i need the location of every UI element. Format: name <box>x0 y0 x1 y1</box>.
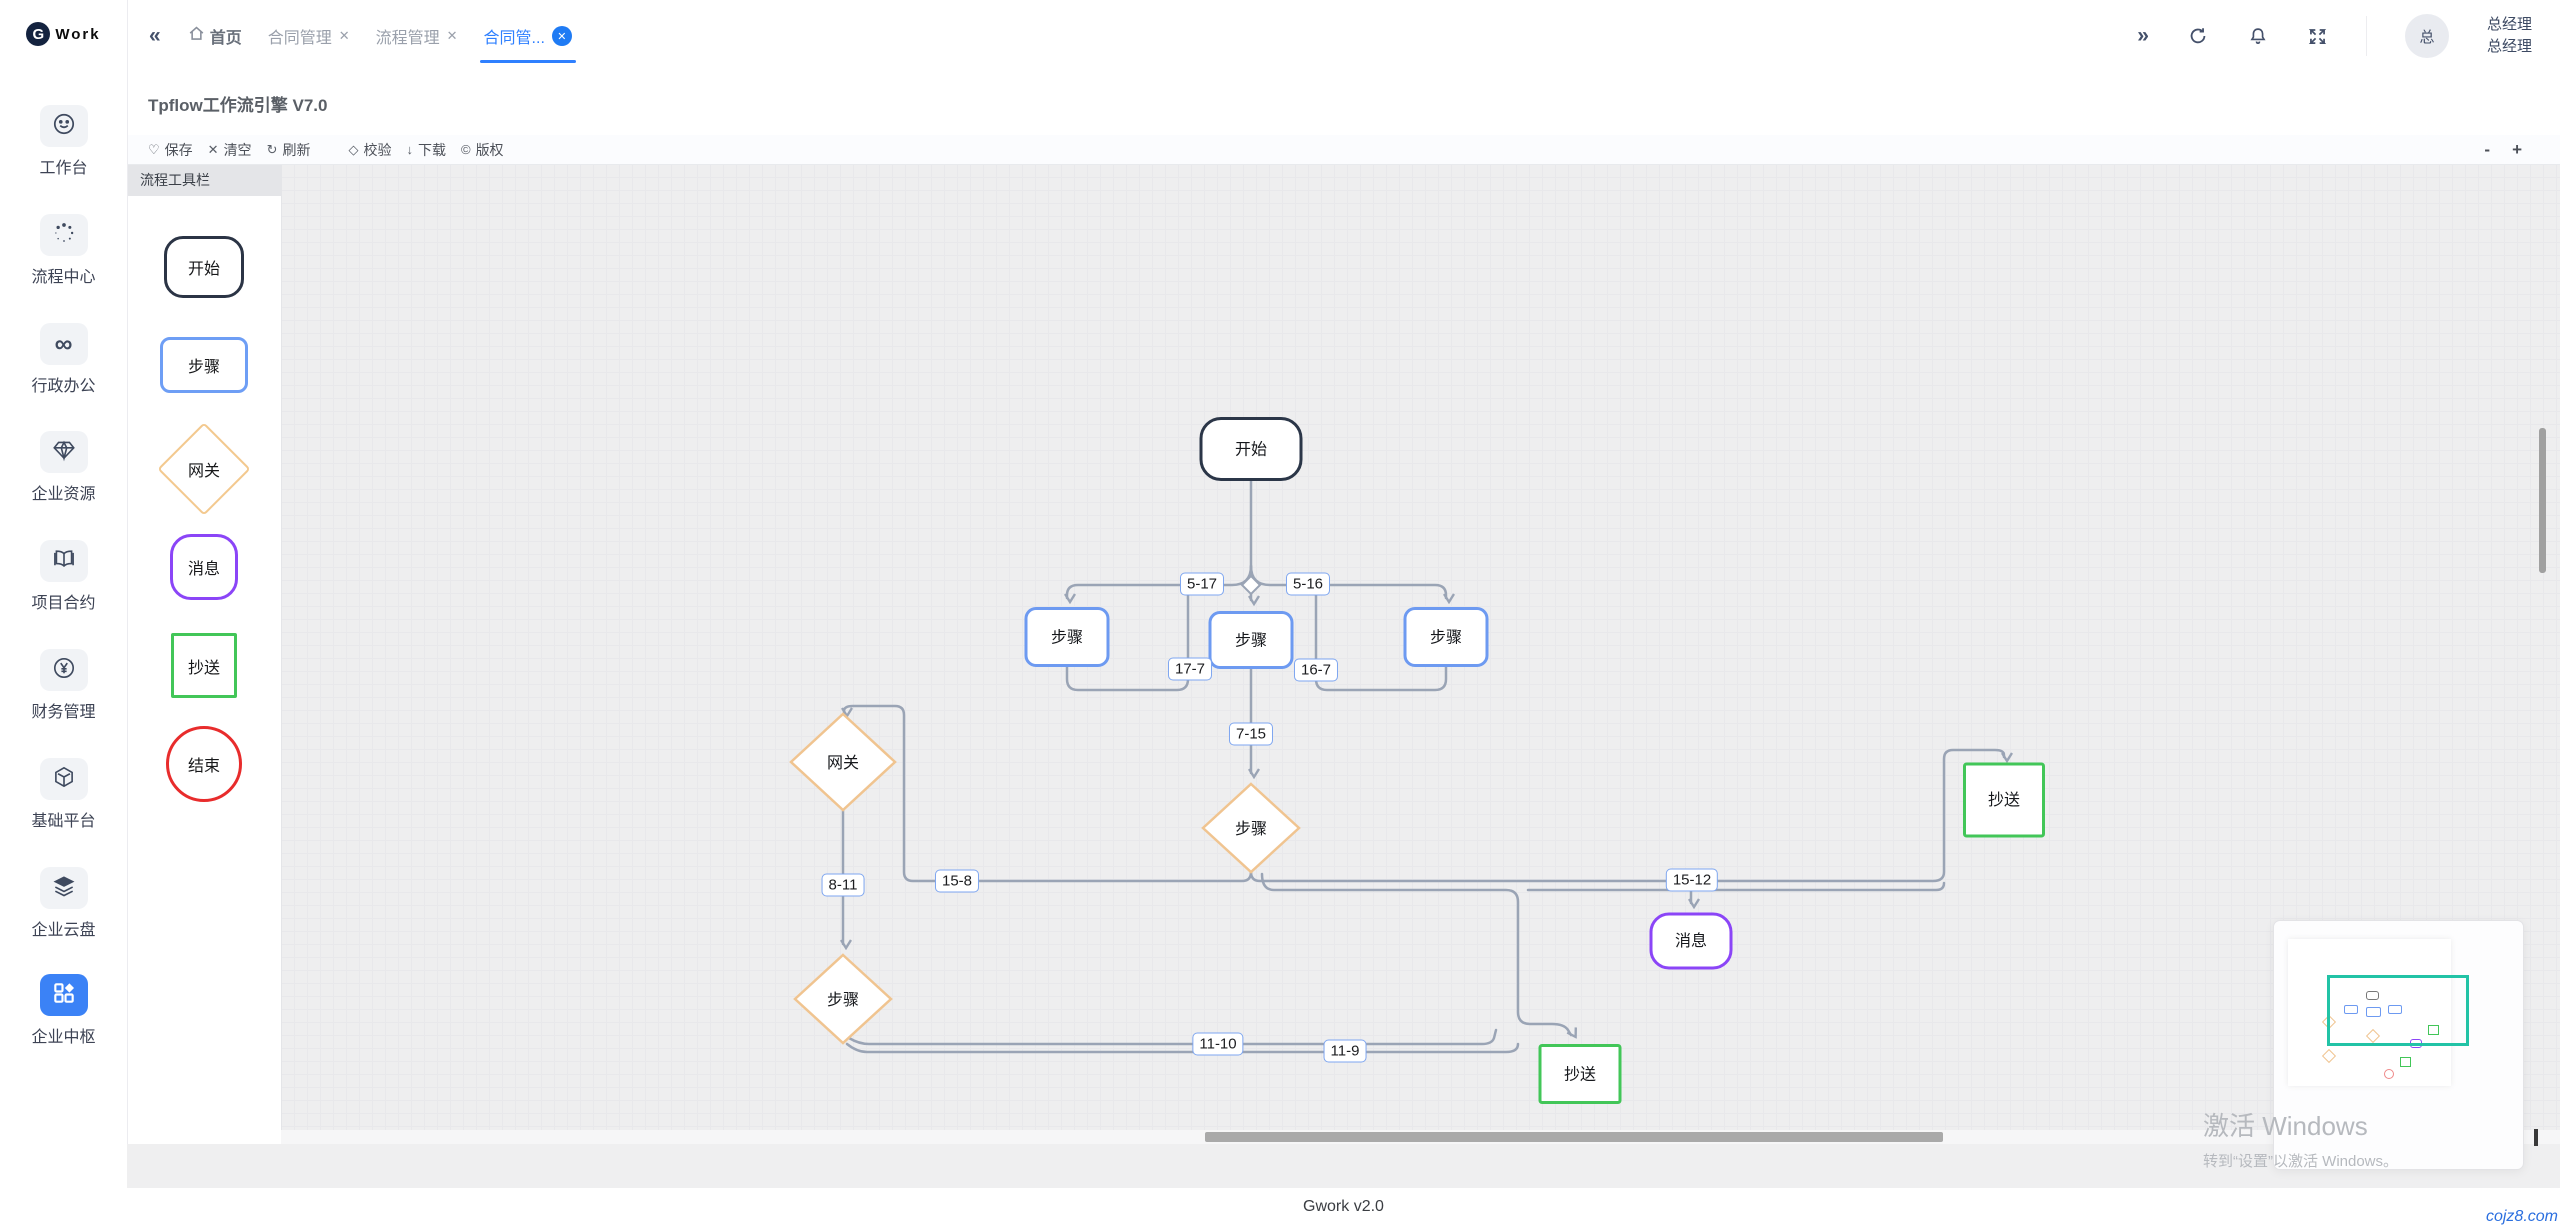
palette-end-node[interactable]: 结束 <box>127 726 281 802</box>
edge-label[interactable]: 15-12 <box>1665 868 1719 892</box>
layers-icon <box>51 873 77 904</box>
palette-cc-node[interactable]: 抄送 <box>127 633 281 698</box>
sidebar-item-project-contracts[interactable]: 项目合约 <box>0 540 127 613</box>
book-icon <box>51 546 77 577</box>
edge-label[interactable]: 5-16 <box>1285 572 1331 596</box>
refresh-icon: ↻ <box>266 141 278 157</box>
expand-tabs-icon[interactable]: » <box>2137 24 2149 47</box>
zoom-in-button[interactable]: + <box>2512 139 2522 159</box>
palette-step-node[interactable]: 步骤 <box>127 337 281 393</box>
palette-title: 流程工具栏 <box>127 164 281 196</box>
yen-circle-icon <box>51 655 77 686</box>
notifications-bell-icon[interactable] <box>2247 25 2269 47</box>
tab-contract-active[interactable]: 合同管... ✕ <box>479 0 576 72</box>
sidebar-item-enterprise-resources[interactable]: 企业资源 <box>0 431 127 504</box>
close-tab-icon[interactable]: ✕ <box>338 28 350 43</box>
flow-designer-content: 流程工具栏 开始 步骤 网关 消息 抄送 结束 <box>127 164 2560 1188</box>
x-icon: ✕ <box>207 141 219 157</box>
diamond-icon: ◇ <box>348 141 359 157</box>
clear-button[interactable]: ✕ 清空 <box>207 141 252 158</box>
app-logo: G Work <box>0 22 127 46</box>
canvas-bottom-strip <box>127 1144 2560 1188</box>
infinity-icon: ∞ <box>54 330 73 358</box>
watermark-link[interactable]: cojz8.com <box>2485 1208 2558 1225</box>
shape-palette: 流程工具栏 开始 步骤 网关 消息 抄送 结束 <box>127 164 282 1188</box>
footer-version: Gwork v2.0 <box>1303 1198 1384 1215</box>
zoom-out-button[interactable]: - <box>2484 139 2491 159</box>
sidebar-item-admin-office[interactable]: ∞ 行政办公 <box>0 323 127 396</box>
page-title-bar: Tpflow工作流引擎 V7.0 <box>127 72 2560 136</box>
sidebar: G Work 工作台 流程中心 ∞ 行政办公 <box>0 0 128 1229</box>
minimap-preview <box>2288 939 2451 1086</box>
tab-bar: « 首页 合同管理 ✕ 流程管理 ✕ 合同管... ✕ » <box>127 0 2560 73</box>
gem-icon <box>51 437 77 468</box>
home-icon <box>187 24 206 48</box>
topbar-actions: » 总 总经理 总经理 <box>2137 0 2560 72</box>
spinner-dots-icon <box>51 220 77 251</box>
flow-canvas[interactable] <box>281 164 2560 1188</box>
edge-label[interactable]: 7-15 <box>1228 722 1274 746</box>
tab-process-management[interactable]: 流程管理 ✕ <box>375 28 458 47</box>
hub-grid-icon <box>51 980 77 1011</box>
heart-icon: ♡ <box>148 141 160 157</box>
download-arrow-icon: ↓ <box>406 142 413 157</box>
sidebar-item-workbench[interactable]: 工作台 <box>0 105 127 178</box>
windows-activation-watermark: 激活 Windows 转到“设置”以激活 Windows。 <box>2203 1111 2399 1170</box>
edge-label[interactable]: 8-11 <box>821 873 865 897</box>
save-button[interactable]: ♡ 保存 <box>148 141 193 158</box>
tab-contract-management[interactable]: 合同管理 ✕ <box>267 28 350 47</box>
palette-message-node[interactable]: 消息 <box>127 534 281 600</box>
smiley-icon <box>51 111 77 142</box>
validate-button[interactable]: ◇ 校验 <box>348 141 392 158</box>
cube-icon <box>51 764 77 795</box>
copyright-icon: © <box>460 142 471 157</box>
sidebar-item-cloud-disk[interactable]: 企业云盘 <box>0 867 127 940</box>
page-title: Tpflow工作流引擎 V7.0 <box>148 96 328 115</box>
footer: Gwork v2.0 <box>127 1188 2560 1229</box>
download-button[interactable]: ↓ 下载 <box>406 141 446 158</box>
vscrollbar-thumb[interactable] <box>2539 428 2546 573</box>
sidebar-item-finance[interactable]: 财务管理 <box>0 649 127 722</box>
minimap-panel[interactable] <box>2273 920 2524 1170</box>
close-tab-icon[interactable]: ✕ <box>446 28 458 43</box>
minimap-viewport[interactable] <box>2327 975 2469 1046</box>
collapse-tabs-icon[interactable]: « <box>149 24 161 47</box>
edge-label[interactable]: 17-7 <box>1167 657 1213 681</box>
edge-label[interactable]: 15-8 <box>934 869 980 893</box>
user-avatar[interactable]: 总 <box>2404 14 2449 58</box>
flow-toolbar: ♡ 保存 ✕ 清空 ↻ 刷新 ◇ 校验 ↓ 下载 © 版权 - + <box>127 135 2560 165</box>
user-name[interactable]: 总经理 总经理 <box>2486 16 2532 55</box>
logo-text: Work <box>55 25 101 43</box>
logo-g-icon: G <box>26 22 51 46</box>
refresh-button[interactable]: ↻ 刷新 <box>266 141 311 158</box>
refresh-page-icon[interactable] <box>2187 25 2209 47</box>
palette-gateway-node[interactable]: 网关 <box>127 422 281 516</box>
edge-label[interactable]: 11-10 <box>1192 1032 1244 1056</box>
palette-start-node[interactable]: 开始 <box>127 236 281 298</box>
fullscreen-icon[interactable] <box>2307 26 2328 47</box>
hscrollbar-thumb[interactable] <box>1205 1132 1943 1142</box>
active-tab-underline <box>479 60 576 63</box>
text-cursor <box>2534 1129 2538 1146</box>
close-active-tab-icon[interactable]: ✕ <box>551 26 572 46</box>
topbar-divider <box>2365 16 2367 56</box>
sidebar-item-enterprise-hub[interactable]: 企业中枢 <box>0 974 127 1047</box>
edge-label[interactable]: 16-7 <box>1293 658 1339 682</box>
edge-label[interactable]: 5-17 <box>1179 572 1225 596</box>
sidebar-item-process-center[interactable]: 流程中心 <box>0 214 127 287</box>
edge-label[interactable]: 11-9 <box>1323 1039 1367 1063</box>
tab-home[interactable]: 首页 <box>187 0 242 72</box>
copyright-button[interactable]: © 版权 <box>460 141 504 158</box>
sidebar-item-base-platform[interactable]: 基础平台 <box>0 758 127 831</box>
